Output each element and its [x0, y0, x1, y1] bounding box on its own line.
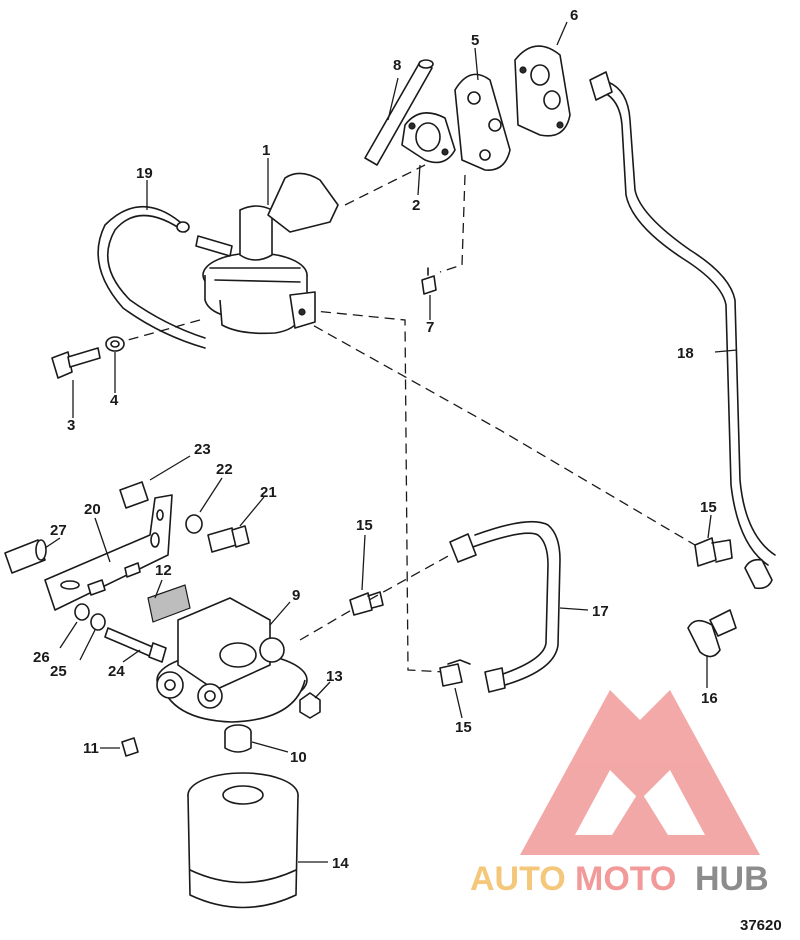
callout-10: 10 — [290, 749, 307, 766]
bracket-spacer — [147, 584, 191, 623]
plate-gasket — [514, 45, 571, 137]
leader-lines — [44, 21, 738, 863]
callout-24: 24 — [108, 663, 125, 680]
gasket — [401, 112, 456, 164]
filter-adapter — [224, 724, 252, 753]
callout-11: 11 — [83, 740, 99, 757]
callout-6: 6 — [570, 7, 578, 24]
callout-1: 1 — [262, 142, 270, 159]
filter-head — [156, 597, 308, 723]
fuel-filter — [187, 772, 299, 909]
callout-16: 16 — [701, 690, 718, 707]
callout-22: 22 — [216, 461, 233, 478]
nut — [299, 692, 321, 719]
callout-3: 3 — [67, 417, 75, 434]
watermark-text: AUTO MOTO HUB — [470, 860, 769, 898]
callout-8: 8 — [393, 57, 401, 74]
fuel-pump — [195, 172, 339, 335]
drain-plug — [121, 737, 139, 757]
callout-12: 12 — [155, 562, 172, 579]
bushing — [119, 481, 149, 509]
spacer-sleeve — [4, 539, 47, 574]
callout-21: 21 — [260, 484, 277, 501]
callout-7: 7 — [426, 319, 434, 336]
washer-25 — [90, 613, 106, 631]
fuel-line — [589, 71, 776, 590]
long-bolt — [104, 627, 167, 663]
filter-line — [449, 520, 561, 693]
callout-5: 5 — [471, 32, 479, 49]
fitting-middle — [349, 591, 384, 616]
callout-15-upper-right: 15 — [700, 499, 717, 516]
callout-13: 13 — [326, 668, 343, 685]
bracket-washer — [185, 514, 203, 534]
callout-19: 19 — [136, 165, 153, 182]
callout-18: 18 — [677, 345, 694, 362]
watermark-moto: MOTO — [575, 860, 676, 898]
bracket-bolt — [207, 525, 250, 553]
watermark-hub: HUB — [695, 860, 769, 898]
watermark-auto: AUTO — [470, 860, 566, 898]
callout-25: 25 — [50, 663, 67, 680]
plate-screw — [421, 267, 437, 295]
callout-4: 4 — [110, 392, 119, 409]
callout-17: 17 — [592, 603, 609, 620]
callout-14: 14 — [332, 855, 349, 872]
washer-26 — [74, 603, 90, 621]
fitting-upper-right — [694, 537, 733, 567]
callout-23: 23 — [194, 441, 211, 458]
callout-9: 9 — [292, 587, 300, 604]
elbow-fitting — [687, 609, 737, 658]
mounting-plate — [454, 73, 511, 171]
stud-lower — [87, 579, 106, 596]
callout-15-lower: 15 — [455, 719, 472, 736]
pump-bolt — [51, 347, 101, 379]
pump-washer — [105, 336, 125, 352]
callout-15-middle: 15 — [356, 517, 373, 534]
callout-27: 27 — [50, 522, 67, 539]
stud-upper — [124, 562, 141, 578]
mounting-bracket — [44, 494, 173, 611]
callout-2: 2 — [412, 197, 420, 214]
watermark-logo — [520, 690, 760, 855]
figure-number: 37620 — [740, 917, 782, 934]
vent-tube — [364, 59, 434, 166]
callout-26: 26 — [33, 649, 50, 666]
fitting-lower — [439, 659, 471, 687]
callout-labels: 1 2 3 4 5 6 7 8 9 10 11 12 13 14 15 15 1… — [33, 7, 718, 872]
callout-20: 20 — [84, 501, 101, 518]
fuel-hose — [97, 205, 206, 349]
